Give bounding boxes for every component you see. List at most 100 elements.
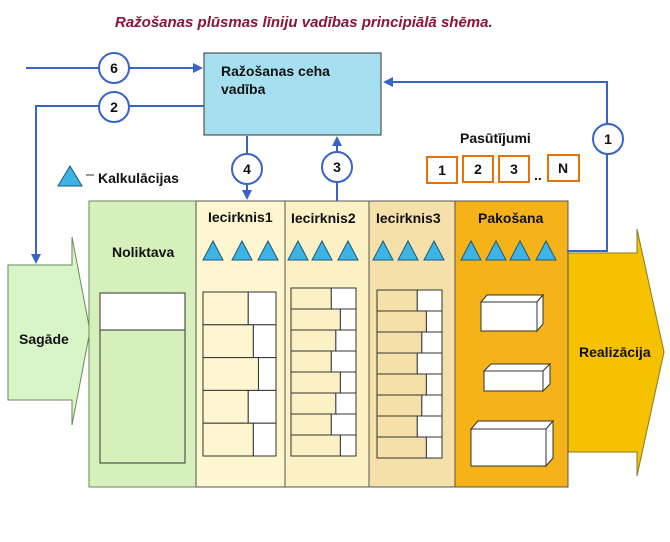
flow-marker-2: 2 xyxy=(98,91,130,123)
shelf-cell xyxy=(376,352,418,375)
section-label-iecirknis1: Iecirknis1 xyxy=(208,209,273,225)
calculation-triangle-icon xyxy=(460,239,482,261)
shelf-cell xyxy=(202,291,249,326)
shelf-cell xyxy=(339,371,357,394)
shelf-cell xyxy=(425,373,443,396)
iecirknis1-grid xyxy=(202,291,277,457)
svg-text:1: 1 xyxy=(604,131,612,147)
calculation-triangle-icon xyxy=(535,239,557,261)
legend-label: Kalkulācijas xyxy=(98,170,179,186)
calculation-triangle-icon xyxy=(372,239,394,261)
order-box: N xyxy=(547,154,580,182)
iecirknis3-grid xyxy=(376,289,443,459)
shelf-cell xyxy=(330,287,357,310)
shelf-cell xyxy=(421,394,443,417)
calculation-triangle-icon xyxy=(202,239,224,261)
management-box xyxy=(203,52,382,136)
flow-marker-4: 4 xyxy=(231,153,263,185)
orders-ellipsis: .. xyxy=(534,167,542,183)
calculation-triangle-icon xyxy=(485,239,507,261)
shelf-cell xyxy=(376,394,423,417)
shelf-cell xyxy=(202,357,259,391)
flow-marker-1: 1 xyxy=(592,123,624,155)
iecirknis2-grid xyxy=(290,287,357,457)
calculation-triangle-icon xyxy=(397,239,419,261)
shelf-cell xyxy=(290,434,341,457)
svg-text:2: 2 xyxy=(110,99,118,115)
svg-text:3: 3 xyxy=(333,159,341,175)
calculation-triangle-icon xyxy=(423,239,445,261)
package-box xyxy=(469,419,555,468)
legend-triangle-icon xyxy=(57,165,83,187)
shelf-cell xyxy=(376,373,427,396)
shelf-cell xyxy=(425,310,443,333)
calculation-triangle-icon xyxy=(231,239,253,261)
section-label-iecirknis2: Iecirknis2 xyxy=(291,210,356,226)
supply-arrow-shape xyxy=(7,236,91,426)
shelf-cell xyxy=(290,413,332,436)
diagram-title: Ražošanas plūsmas līniju vadības princip… xyxy=(115,14,493,31)
shelf-cell xyxy=(330,350,357,373)
shelf-cell xyxy=(376,289,418,312)
shelf-cell xyxy=(425,436,443,459)
shelf-cell xyxy=(290,350,332,373)
shelf-cell xyxy=(376,436,427,459)
shelf-cell xyxy=(330,413,357,436)
section-label-packing: Pakošana xyxy=(478,210,544,226)
shelf-cell xyxy=(290,392,337,415)
calculation-triangle-icon xyxy=(509,239,531,261)
package-box xyxy=(482,362,552,393)
shelf-cell xyxy=(416,415,443,438)
calculation-triangle-icon xyxy=(337,239,359,261)
shelf-cell xyxy=(376,415,418,438)
calculation-triangle-icon xyxy=(311,239,333,261)
calculation-triangle-icon xyxy=(287,239,309,261)
management-label-line2: vadība xyxy=(221,81,266,97)
shelf-cell xyxy=(421,331,443,354)
shelf-cell xyxy=(290,287,332,310)
svg-text:4: 4 xyxy=(243,161,251,177)
shelf-cell xyxy=(247,389,277,424)
shelf-cell xyxy=(257,357,277,391)
shelf-cell xyxy=(416,289,443,312)
output-label: Realizācija xyxy=(579,344,651,360)
order-box: 2 xyxy=(462,155,494,183)
warehouse-slot xyxy=(99,292,186,331)
svg-text:3: 3 xyxy=(510,161,518,177)
shelf-cell xyxy=(335,329,357,352)
supply-label: Sagāde xyxy=(19,331,69,347)
calculation-markers xyxy=(202,239,557,261)
section-label-iecirknis3: Iecirknis3 xyxy=(376,210,441,226)
shelf-cell xyxy=(252,422,277,457)
svg-text:2: 2 xyxy=(474,161,482,177)
svg-text:1: 1 xyxy=(438,162,446,178)
shelf-cell xyxy=(202,422,254,457)
shelf-cell xyxy=(376,310,427,333)
order-box: 1 xyxy=(426,156,458,184)
shelf-cell xyxy=(290,371,341,394)
flow-arrow-2 xyxy=(31,105,204,264)
shelf-cell xyxy=(335,392,357,415)
output-arrow-shape xyxy=(566,228,665,477)
flow-marker-3: 3 xyxy=(321,151,353,183)
shelf-cell xyxy=(202,324,254,359)
shelf-cell xyxy=(202,389,249,424)
shelf-cell xyxy=(416,352,443,375)
shelf-cell xyxy=(290,329,337,352)
orders-title: Pasūtījumi xyxy=(460,130,531,146)
shelf-cell xyxy=(252,324,277,359)
flow-arrow-1 xyxy=(383,77,608,252)
shelf-cell xyxy=(339,434,357,457)
svg-text:6: 6 xyxy=(110,60,118,76)
shelf-cell xyxy=(376,331,423,354)
calculation-triangle-icon xyxy=(257,239,279,261)
management-label-line1: Ražošanas ceha xyxy=(221,63,330,79)
flow-marker-6: 6 xyxy=(98,52,130,84)
shelf-cell xyxy=(339,308,357,331)
svg-text:N: N xyxy=(558,160,568,176)
section-label-warehouse: Noliktava xyxy=(112,244,174,260)
order-box: 3 xyxy=(498,155,530,183)
shelf-cell xyxy=(290,308,341,331)
shelf-cell xyxy=(247,291,277,326)
